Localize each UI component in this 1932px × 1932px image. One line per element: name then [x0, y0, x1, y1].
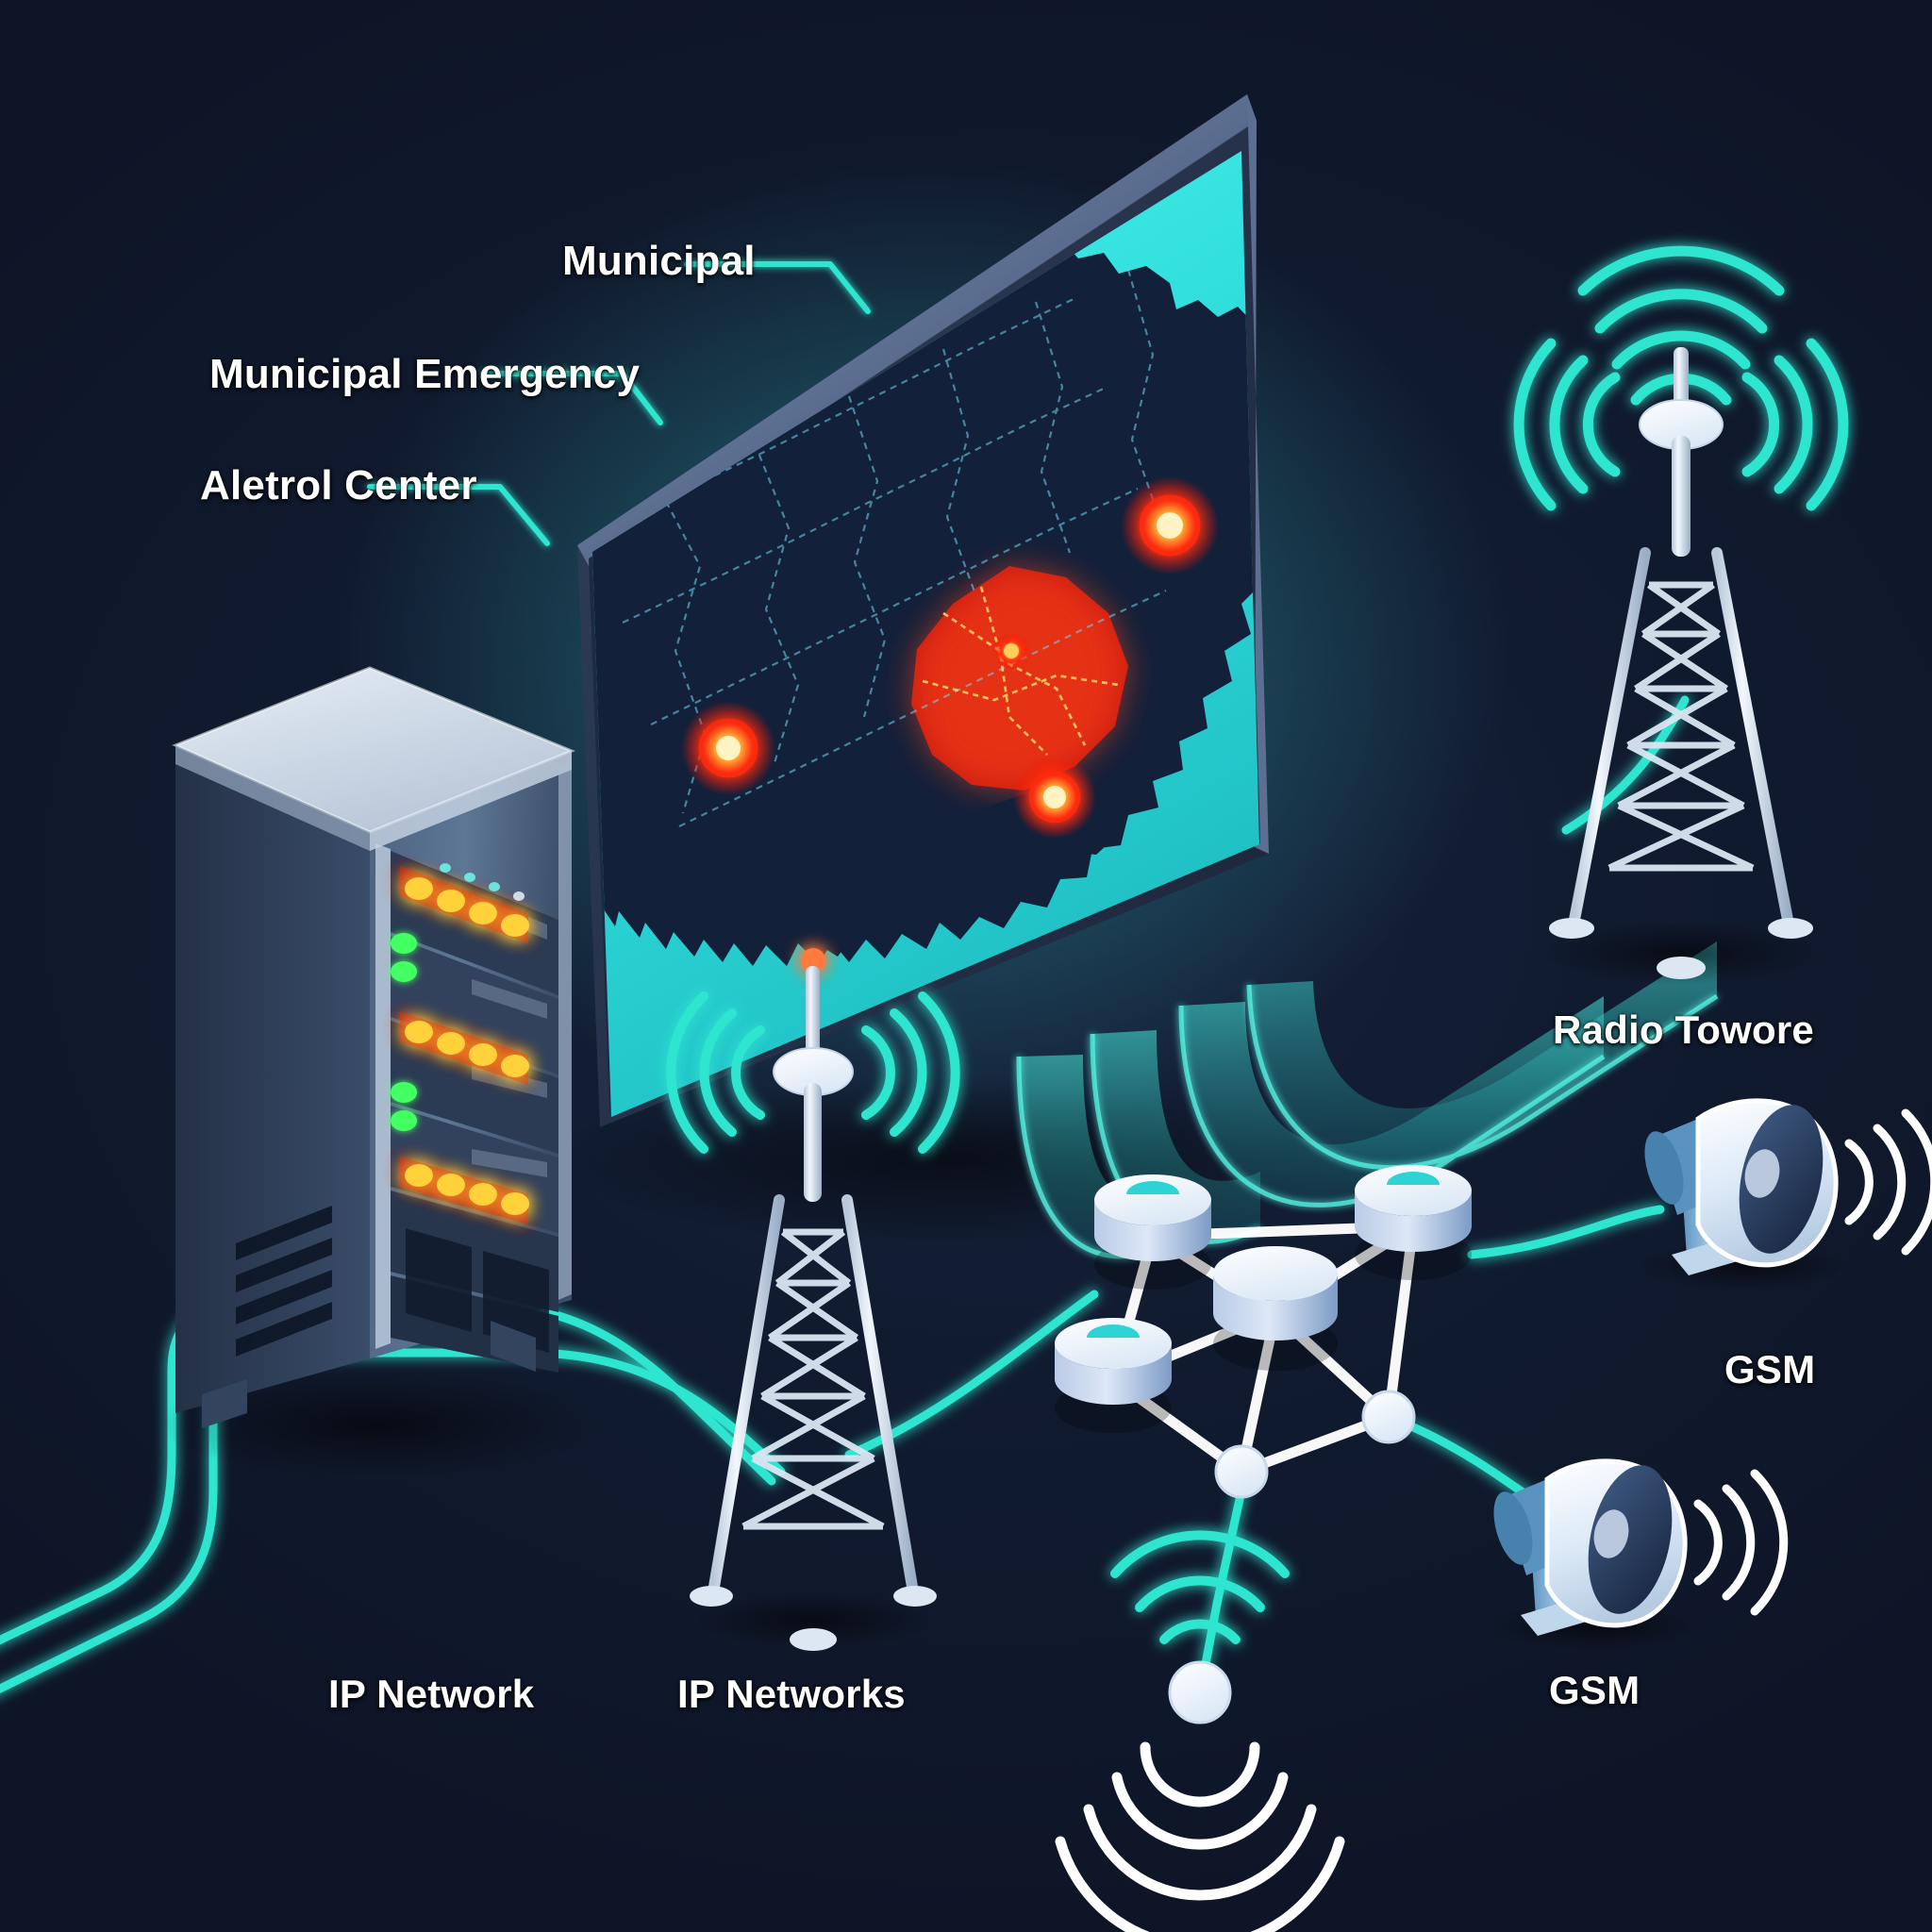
radio-tower-signal-waves-right: [1741, 338, 1849, 511]
wifi-waves-down: [1055, 1741, 1345, 1932]
center-tower-waves-right: [861, 991, 960, 1154]
leader-municipal: [684, 261, 871, 314]
mesh-node-a: [1094, 1174, 1211, 1290]
radio-tower-signal-waves-left: [1513, 338, 1621, 511]
radio-tower-signal-waves-up: [1577, 245, 1785, 406]
gsm-bottom-horn-mouth: [1588, 1465, 1673, 1614]
radio-tower-legs: [1568, 547, 1794, 968]
led-row-3: [400, 1157, 529, 1224]
mesh-node-c-cap: [1087, 1324, 1140, 1338]
status-green-2: [391, 961, 417, 982]
callout-leader-lines: [367, 261, 871, 546]
rack-alert-leds: [400, 866, 529, 1224]
display-alert-markers: [681, 476, 1219, 839]
speaker-gsm-right[interactable]: [1638, 1097, 1932, 1291]
mesh-node-c: [1055, 1318, 1172, 1433]
mesh-node-f: [1361, 1390, 1416, 1444]
status-green-3: [391, 1082, 417, 1103]
mesh-node-d: [1213, 1246, 1338, 1371]
gsm-right-sound-waves: [1844, 1108, 1932, 1256]
cable-to-tower-b: [524, 1348, 786, 1476]
rack-status-leds: [391, 933, 417, 1131]
rack-top-indicators: [440, 863, 525, 901]
leader-aletrol-center: [367, 484, 550, 546]
emergency-alert-server-rack[interactable]: [156, 666, 599, 1479]
map-alert-region-glow: [911, 566, 1128, 791]
center-tower-beacon: [801, 948, 825, 973]
rack-unit-2: [391, 936, 558, 1074]
mesh-node-b-cap: [1387, 1172, 1440, 1185]
mesh-router-nodes: [1055, 1165, 1472, 1433]
wifi-node-body: [1168, 1660, 1232, 1724]
rack-top-face: [175, 668, 572, 832]
gsm-bottom-sound-waves: [1693, 1469, 1789, 1616]
radio-tower-feet: [1549, 918, 1813, 979]
display-bezel-right-edge: [1247, 94, 1269, 854]
wifi-access-point[interactable]: [1055, 1530, 1345, 1932]
mesh-node-a-cap: [1126, 1181, 1179, 1194]
cable-mesh-to-wifi: [1201, 1486, 1246, 1669]
mesh-junction-nodes: [1214, 1390, 1416, 1499]
center-tower-braces: [741, 1228, 885, 1530]
map-island-1: [849, 875, 881, 913]
gsm-right-horn-mouth: [1739, 1105, 1824, 1254]
rack-foot-left: [202, 1379, 247, 1428]
rack-vent-grill: [236, 1206, 332, 1357]
mesh-node-e: [1214, 1444, 1269, 1499]
status-green-1: [391, 933, 417, 954]
ribbon-3: [1181, 996, 1604, 1206]
center-tower-upper-pole: [804, 1083, 822, 1202]
rack-unit-3: [391, 1021, 558, 1154]
wifi-waves-up: [1110, 1530, 1290, 1644]
radio-tower-right[interactable]: [1513, 245, 1849, 985]
led-row-1: [400, 866, 529, 943]
ribbon-4: [1249, 941, 1717, 1168]
map-alert-borders: [922, 586, 1120, 756]
gsm-bottom-driver: [1593, 1509, 1629, 1558]
rack-foot-right: [491, 1321, 536, 1372]
ip-network-tower-center[interactable]: [666, 948, 960, 1651]
led-row-2: [400, 1011, 529, 1085]
gsm-right-driver: [1744, 1149, 1780, 1198]
speaker-gsm-bottom[interactable]: [1487, 1457, 1789, 1651]
map-admin-borders: [603, 269, 1167, 827]
ip-mesh-network[interactable]: [1055, 1165, 1472, 1499]
display-bezel-top-edge: [577, 94, 1257, 566]
status-green-4: [391, 1110, 417, 1131]
map-island-2: [823, 921, 851, 957]
radio-tower-braces: [1607, 581, 1755, 872]
cable-mesh-to-gsm-right: [1467, 1205, 1665, 1259]
center-tower-waves-left: [666, 991, 765, 1154]
mesh-node-b: [1355, 1165, 1472, 1280]
rack-floor-shadow: [156, 1370, 599, 1479]
center-tower-legs: [708, 1194, 919, 1640]
center-tower-feet: [690, 1586, 937, 1651]
leader-municipal-emergency: [480, 371, 663, 425]
center-tower-mast: [806, 966, 820, 1066]
radio-tower-upper-pole: [1672, 436, 1690, 557]
